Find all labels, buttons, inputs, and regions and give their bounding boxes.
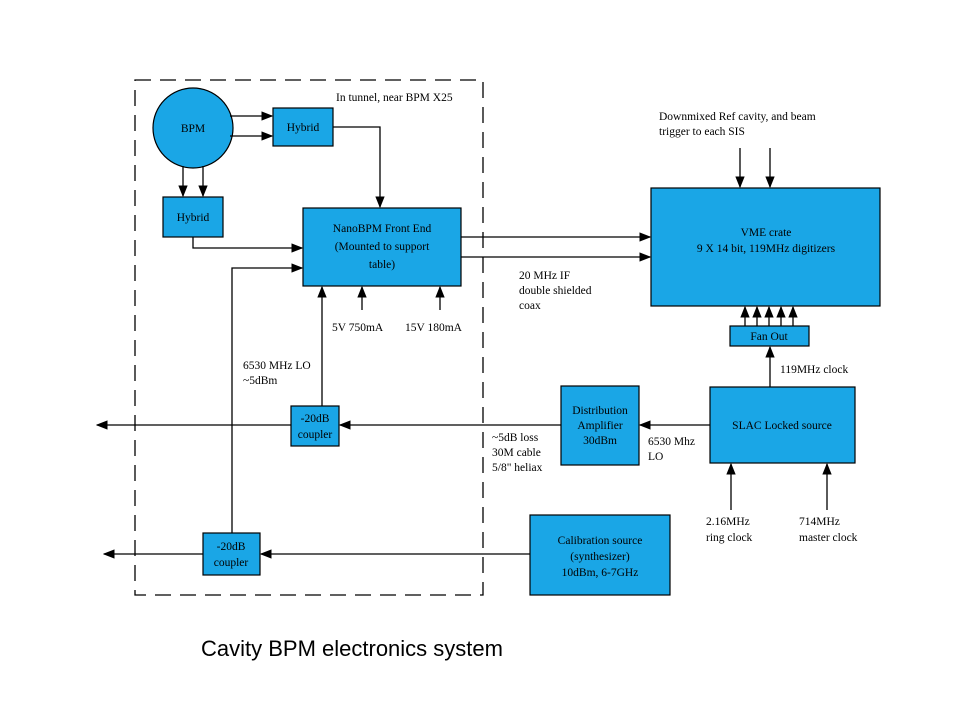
vme-line-2: 9 X 14 bit, 119MHz digitizers bbox=[697, 243, 836, 255]
distribution-amplifier-block bbox=[560, 385, 640, 466]
lo-line-2: ~5dBm bbox=[243, 375, 277, 387]
front-end-line-3: table) bbox=[369, 259, 395, 271]
lo-out-line-1: 6530 Mhz bbox=[648, 436, 695, 448]
lo-line-1: 6530 MHz LO bbox=[243, 360, 311, 372]
power-5v-label: 5V 750mA bbox=[332, 322, 384, 334]
tunnel-boundary bbox=[134, 79, 484, 596]
hybrid-lower-block bbox=[162, 196, 224, 238]
vme-line-1: VME crate bbox=[741, 227, 792, 239]
lo-out-line-2: LO bbox=[648, 451, 663, 463]
dist-amp-line-1: Distribution bbox=[572, 405, 628, 417]
coupler-lower-line-1: -20dB bbox=[217, 541, 246, 553]
downmixed-line-1: Downmixed Ref cavity, and beam bbox=[659, 111, 816, 123]
master-clock-line-2: master clock bbox=[799, 532, 858, 544]
ring-clock-line-1: 2.16MHz bbox=[706, 516, 750, 528]
bpm-block bbox=[152, 87, 234, 169]
hybrid-lower-to-front-end bbox=[192, 237, 304, 253]
hybrid-lower-label: Hybrid bbox=[177, 212, 210, 224]
power-15v-label: 15V 180mA bbox=[405, 322, 463, 334]
calibration-line-1: Calibration source bbox=[558, 535, 643, 547]
nanobpm-front-end-block bbox=[302, 207, 462, 287]
hybrid-right-to-front-end bbox=[333, 126, 385, 209]
hybrid-right-block bbox=[272, 107, 334, 147]
vme-crate-block bbox=[650, 187, 881, 307]
diagram-caption: Cavity BPM electronics system bbox=[201, 636, 503, 661]
loss-line-2: 30M cable bbox=[492, 447, 541, 459]
coupler-lower-line-2: coupler bbox=[214, 557, 249, 569]
bpm-label: BPM bbox=[181, 123, 205, 135]
hybrid-right-label: Hybrid bbox=[287, 122, 320, 134]
master-clock-line-1: 714MHz bbox=[799, 516, 840, 528]
coupler-upper-line-1: -20dB bbox=[301, 413, 330, 425]
dist-amp-line-3: 30dBm bbox=[583, 435, 617, 447]
loss-line-3: 5/8" heliax bbox=[492, 462, 543, 474]
front-end-line-1: NanoBPM Front End bbox=[333, 223, 432, 235]
calibration-line-2: (synthesizer) bbox=[570, 551, 630, 563]
ring-clock-line-2: ring clock bbox=[706, 532, 753, 544]
coupler-upper-block bbox=[290, 405, 340, 447]
downmixed-line-2: trigger to each SIS bbox=[659, 126, 745, 138]
clock-119-label: 119MHz clock bbox=[780, 364, 848, 376]
slac-source-label: SLAC Locked source bbox=[732, 420, 832, 432]
slac-locked-source-block bbox=[709, 386, 856, 464]
coupler-upper-line-2: coupler bbox=[298, 429, 333, 441]
calibration-source-block bbox=[529, 514, 671, 596]
dist-amp-line-2: Amplifier bbox=[577, 420, 623, 432]
front-end-line-2: (Mounted to support bbox=[335, 241, 430, 253]
if-line-2: double shielded bbox=[519, 285, 592, 297]
calibration-line-3: 10dBm, 6-7GHz bbox=[562, 567, 639, 579]
if-line-1: 20 MHz IF bbox=[519, 270, 570, 282]
loss-line-1: ~5dB loss bbox=[492, 432, 539, 444]
lo-to-front-end bbox=[231, 263, 304, 533]
if-line-3: coax bbox=[519, 300, 541, 312]
tunnel-label: In tunnel, near BPM X25 bbox=[336, 92, 453, 104]
signal-wires bbox=[95, 111, 832, 559]
fan-out-label: Fan Out bbox=[750, 331, 788, 343]
